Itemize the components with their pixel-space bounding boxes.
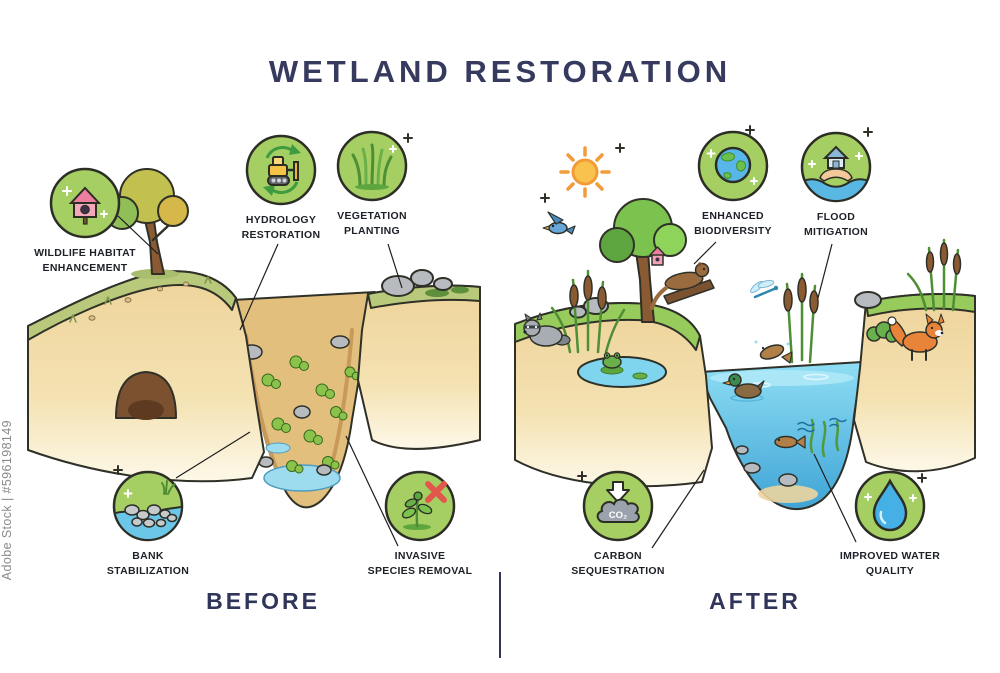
callout-label: IMPROVED WATER QUALITY <box>839 550 941 577</box>
co2-label: CO₂ <box>609 510 627 521</box>
globe-icon <box>695 128 771 204</box>
right-bank-before <box>357 269 481 450</box>
left-bank-before <box>27 270 265 483</box>
leader-water-quality <box>813 453 857 543</box>
dragonfly <box>750 279 779 299</box>
grass-icon <box>334 128 410 204</box>
after-scene <box>514 198 976 511</box>
callout-label: ENHANCED BIODIVERSITY <box>694 210 772 237</box>
pond <box>699 361 863 511</box>
leader-flood <box>817 243 833 299</box>
leader-biodiversity <box>693 241 717 265</box>
callout-enhanced-biodiversity: ENHANCED BIODIVERSITY <box>658 128 808 238</box>
water-ripple-marks <box>797 417 847 433</box>
callout-label: INVASIVE SPECIES REMOVAL <box>367 550 473 577</box>
tree-birdhouse <box>649 246 666 266</box>
callout-hydrology-restoration: HYDROLOGY RESTORATION <box>206 132 356 242</box>
callout-wildlife-habitat-enhancement: WILDLIFE HABITAT ENHANCEMENT <box>10 165 160 275</box>
callout-label: BANK STABILIZATION <box>106 550 190 577</box>
leader-vegetation <box>387 243 403 289</box>
underwater-fish <box>774 435 806 449</box>
callout-flood-mitigation: FLOOD MITIGATION <box>761 129 911 239</box>
callout-label: HYDROLOGY RESTORATION <box>241 214 321 241</box>
leader-lines <box>117 215 857 549</box>
bulldozer-icon <box>243 132 319 208</box>
callout-vegetation-planting: VEGETATION PLANTING <box>297 128 447 238</box>
leader-hydrology <box>239 243 279 331</box>
leader-carbon <box>651 469 705 549</box>
down-arrow-icon <box>606 481 630 503</box>
callout-label: CARBON SEQUESTRATION <box>571 550 665 577</box>
watermark: Adobe Stock | #596198149 <box>0 420 14 581</box>
birdhouse-icon <box>47 165 123 241</box>
page-title: WETLAND RESTORATION <box>268 54 732 89</box>
leader-bank <box>175 431 251 479</box>
house-in-hand-icon <box>798 129 874 205</box>
callout-carbon-sequestration: CO₂ CARBON SEQUESTRATION <box>543 468 693 578</box>
callout-bank-stabilization: BANK STABILIZATION <box>73 468 223 578</box>
fox <box>887 313 945 361</box>
co2-cloud-icon: CO₂ <box>580 468 656 544</box>
before-scene <box>27 168 481 509</box>
callout-invasive-species-removal: INVASIVE SPECIES REMOVAL <box>345 468 495 578</box>
before-heading: BEFORE <box>206 588 320 614</box>
cattails-middle <box>783 272 819 364</box>
frog <box>600 352 624 375</box>
invasive-weeds <box>261 355 361 474</box>
callout-improved-water-quality: IMPROVED WATER QUALITY <box>815 468 965 578</box>
pebbles-icon <box>110 468 186 544</box>
red-x-icon <box>425 481 447 503</box>
bank-rocks <box>381 269 453 297</box>
callout-label: FLOOD MITIGATION <box>803 211 869 238</box>
sparkle-icons <box>113 125 927 483</box>
after-heading: AFTER <box>709 588 801 614</box>
cattails-right <box>906 238 962 312</box>
leader-invasive <box>345 435 399 547</box>
bluebird <box>542 211 576 235</box>
cattails-left <box>550 269 626 354</box>
duck <box>722 373 765 402</box>
raccoon <box>523 312 571 347</box>
water-drop-icon <box>852 468 928 544</box>
invasive-plant-icon <box>382 468 458 544</box>
healthy-tree <box>599 198 687 323</box>
sun-icon <box>556 143 614 201</box>
right-bank-after <box>853 291 976 473</box>
callout-label: WILDLIFE HABITAT ENHANCEMENT <box>34 247 136 274</box>
jumping-fish <box>754 340 793 364</box>
leader-wildlife <box>117 215 159 255</box>
seaweed <box>809 418 840 458</box>
callout-label: VEGETATION PLANTING <box>337 210 407 237</box>
otter <box>650 262 715 310</box>
